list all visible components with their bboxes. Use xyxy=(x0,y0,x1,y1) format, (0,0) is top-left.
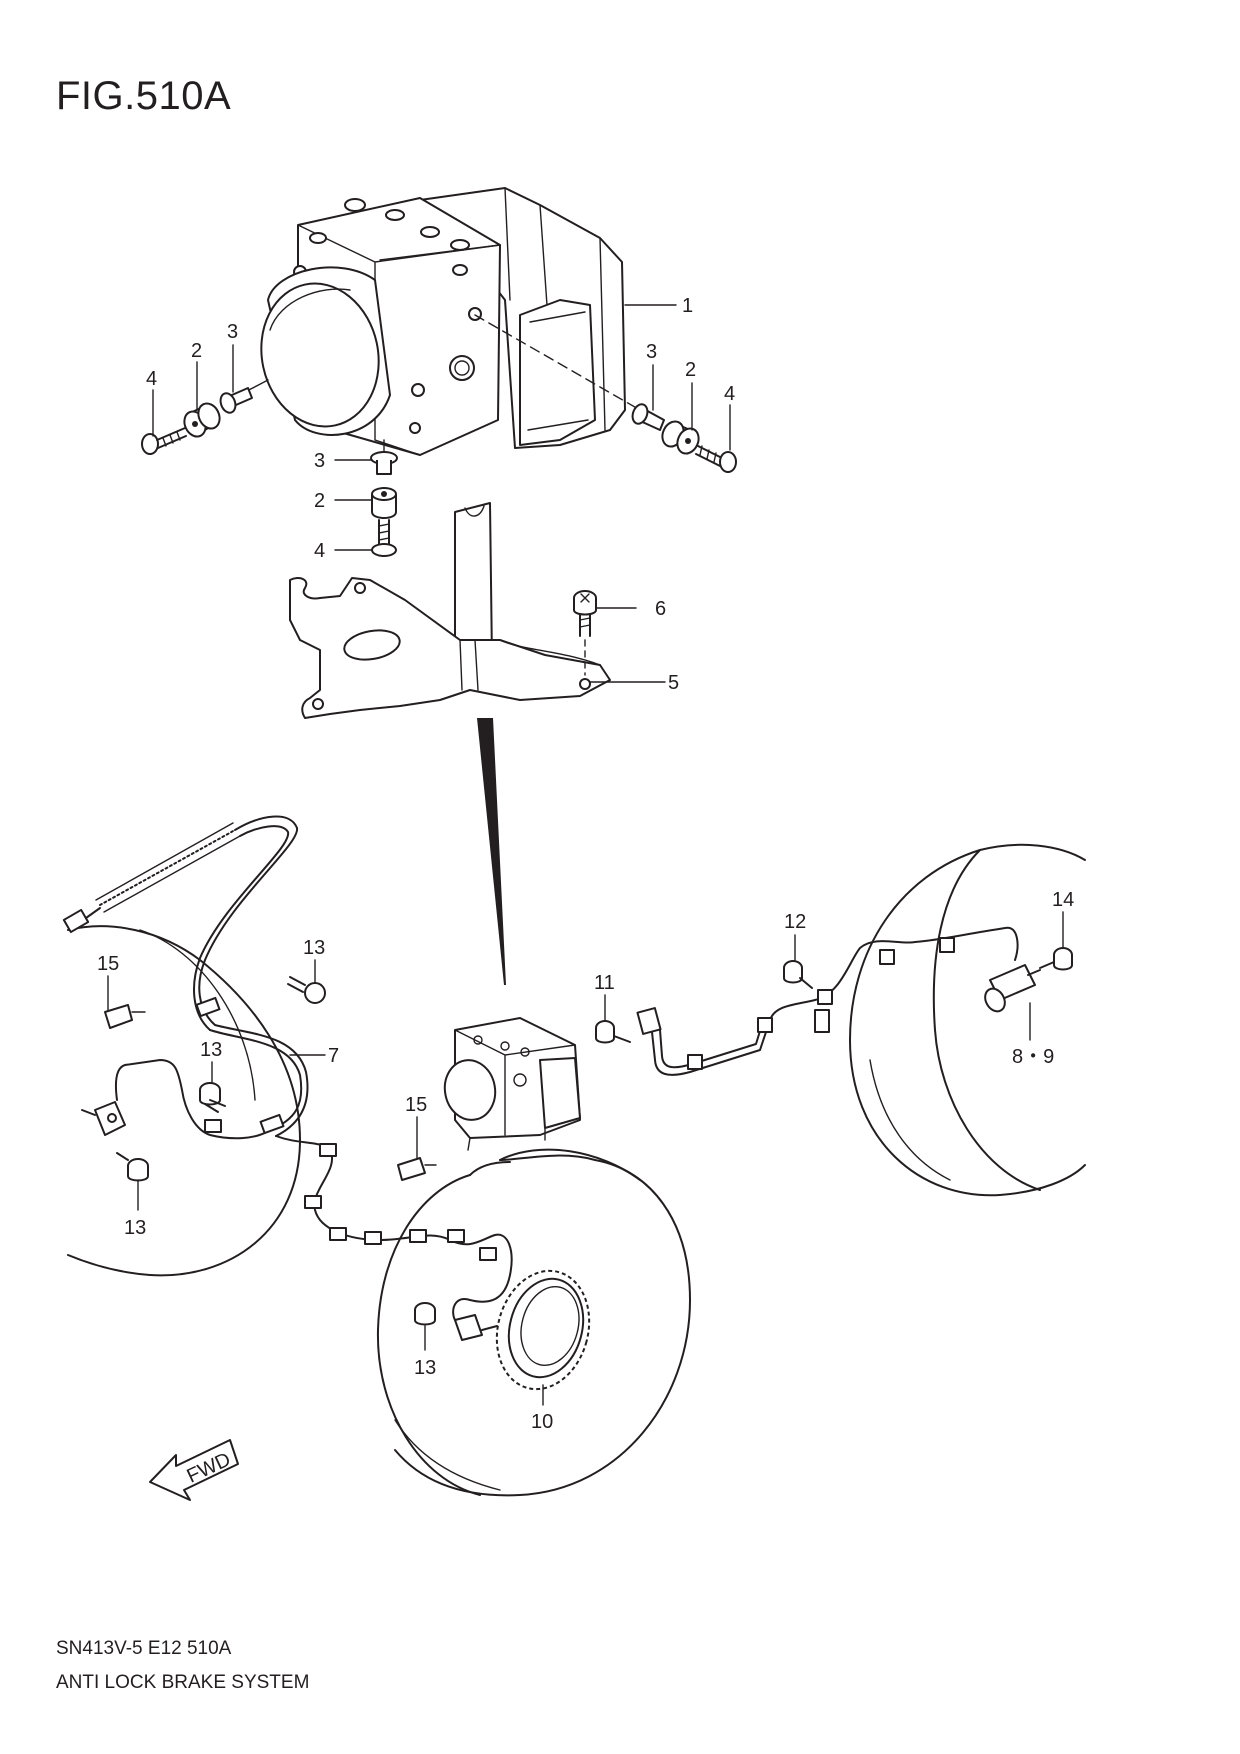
bolt-11 xyxy=(595,1020,631,1044)
figure-name: ANTI LOCK BRAKE SYSTEM xyxy=(56,1672,310,1693)
callout-14: 14 xyxy=(1052,889,1074,911)
bolt-12 xyxy=(783,960,813,989)
callout-13-middle: 13 xyxy=(200,1039,222,1061)
callout-4-center: 4 xyxy=(314,540,325,562)
callout-4-left: 4 xyxy=(146,368,157,390)
abs-hydraulic-unit xyxy=(260,187,626,456)
callout-6: 6 xyxy=(655,598,666,620)
right-mount-stack xyxy=(631,403,737,473)
callout-13-front: 13 xyxy=(414,1357,436,1379)
clamp-15-left xyxy=(104,1004,146,1029)
callout-1: 1 xyxy=(682,295,693,317)
callout-5: 5 xyxy=(668,672,679,694)
callout-13-lower-left: 13 xyxy=(124,1217,146,1239)
wiring-harness xyxy=(62,815,513,1341)
callout-leaders xyxy=(107,304,1064,1406)
location-pointer xyxy=(477,718,506,985)
callout-15-left: 15 xyxy=(97,953,119,975)
sensor-rotor xyxy=(495,1269,591,1391)
callout-3-left: 3 xyxy=(227,321,238,343)
callout-7: 7 xyxy=(328,1045,339,1067)
callout-3-right: 3 xyxy=(646,341,657,363)
bracket xyxy=(289,502,611,719)
bolt-14 xyxy=(1039,947,1073,971)
bolt-13-lower-left xyxy=(116,1152,149,1182)
bolt-13-middle xyxy=(199,1082,226,1113)
bolt-13-front xyxy=(414,1302,436,1326)
callout-15-center: 15 xyxy=(405,1094,427,1116)
callout-13-upper: 13 xyxy=(303,937,325,959)
center-mount-stack xyxy=(370,451,398,557)
axis-line-right xyxy=(474,314,641,411)
callout-11: 11 xyxy=(594,972,615,994)
callout-2-left: 2 xyxy=(191,340,202,362)
front-wheel xyxy=(376,1148,691,1497)
figure-title: FIG.510A xyxy=(56,74,232,118)
forward-direction-arrow: FWD xyxy=(149,1439,239,1501)
abs-unit-location xyxy=(443,1017,581,1151)
callout-2-center: 2 xyxy=(314,490,325,512)
rear-right-wheel xyxy=(849,843,1086,1197)
callout-3-center: 3 xyxy=(314,450,325,472)
figure-code: SN413V-5 E12 510A xyxy=(56,1638,232,1659)
callout-12: 12 xyxy=(784,911,806,933)
left-mount-stack xyxy=(141,387,253,455)
callout-2-right: 2 xyxy=(685,359,696,381)
callout-8-9: 8・9 xyxy=(1012,1046,1054,1068)
callout-4-right: 4 xyxy=(724,383,735,405)
rear-sensor-harness xyxy=(636,926,1041,1076)
clamp-15-center xyxy=(397,1157,437,1181)
bolt-13-upper xyxy=(287,976,326,1004)
callout-10: 10 xyxy=(531,1411,553,1433)
rear-left-wheel xyxy=(67,925,301,1277)
